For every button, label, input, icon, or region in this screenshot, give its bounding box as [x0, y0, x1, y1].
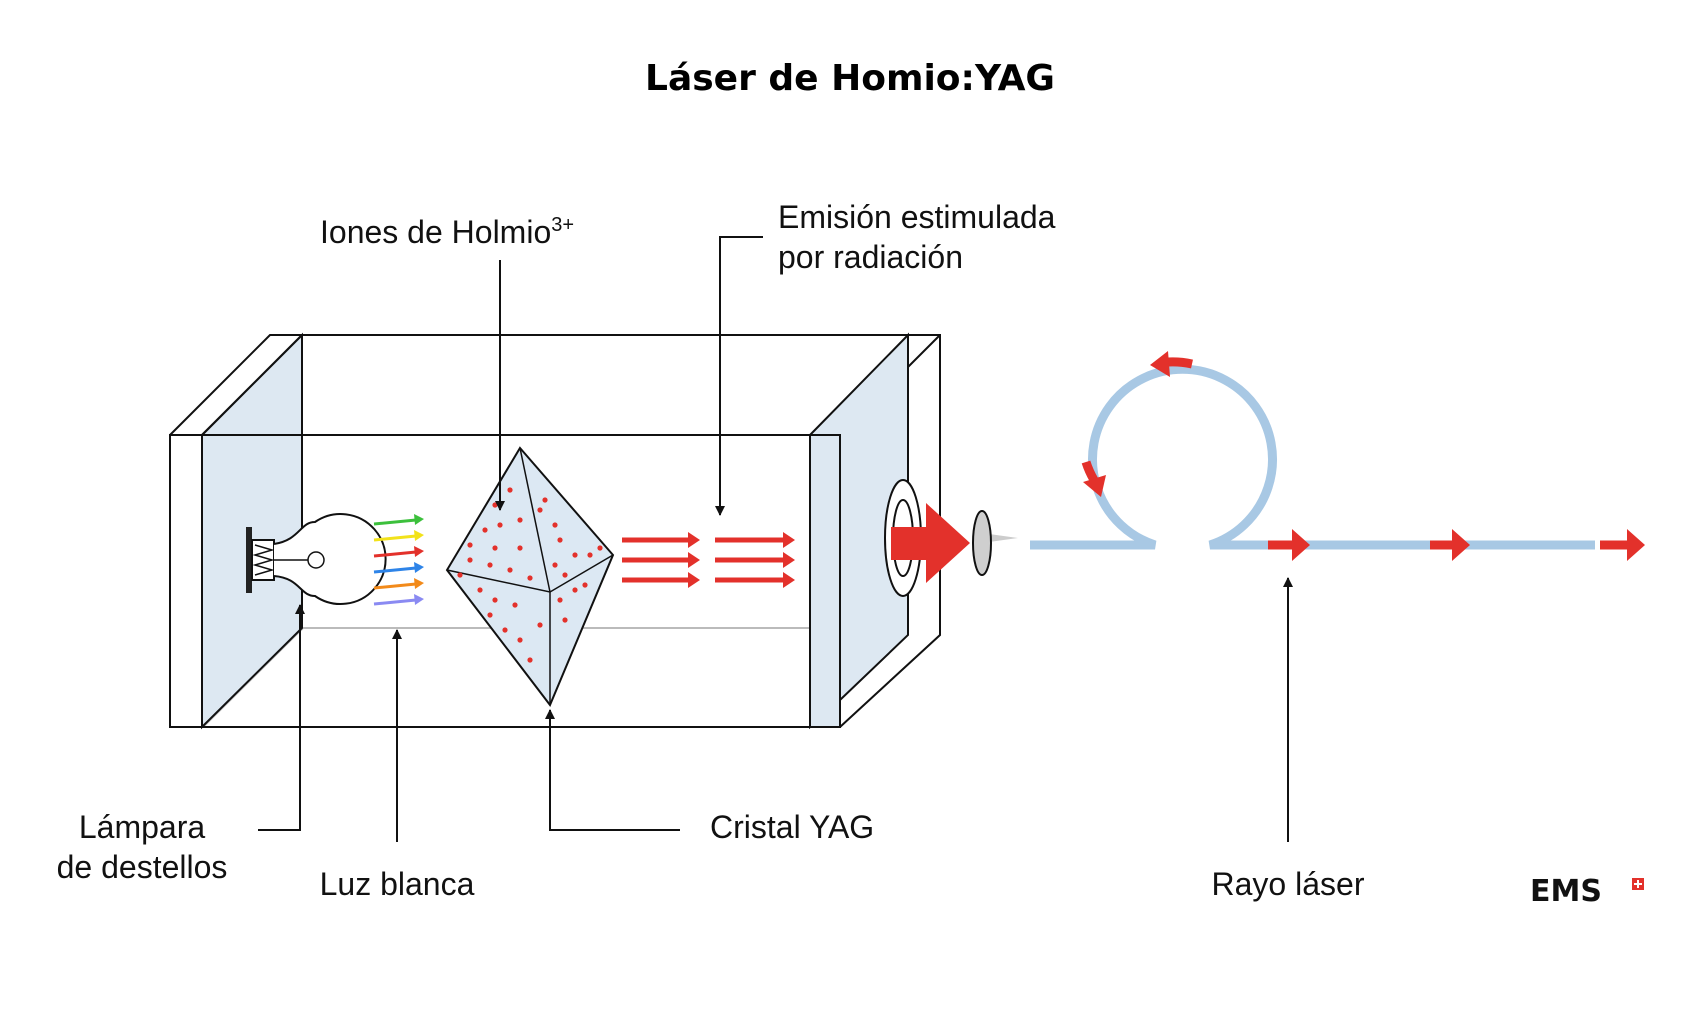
ion-dot [487, 562, 493, 568]
ion-dot [527, 657, 533, 663]
spectrum-arrow [373, 530, 424, 542]
ems-logo: EMS [1530, 874, 1644, 909]
spectrum-arrow [373, 594, 424, 606]
ion-dot [557, 597, 563, 603]
spectrum-arrow [373, 546, 424, 558]
spectrum-arrow [373, 578, 424, 590]
ion-dot [457, 572, 463, 578]
ion-dot [507, 487, 513, 493]
leader-lines [258, 236, 1293, 842]
ion-dot [542, 497, 548, 503]
output-aperture [884, 479, 1018, 597]
spectrum-arrow [373, 514, 424, 526]
focusing-lens [972, 510, 992, 576]
ion-dot [517, 637, 523, 643]
svg-text:EMS: EMS [1530, 874, 1602, 909]
fiber-arrow [1430, 529, 1470, 561]
ion-dot [552, 522, 558, 528]
ion-dot [517, 517, 523, 523]
emission-arrow [715, 572, 795, 588]
ion-dot [482, 527, 488, 533]
emission-arrow [622, 572, 700, 588]
label-lamp-line1: Lámpara [79, 809, 206, 845]
ion-dot [492, 545, 498, 551]
ion-dot [477, 587, 483, 593]
optical-fiber [1030, 351, 1645, 561]
label-emission-line2: por radiación [778, 239, 963, 275]
label-white-light: Luz blanca [320, 866, 475, 902]
ion-dot [497, 522, 503, 528]
ion-dot [467, 557, 473, 563]
label-lamp-line2: de destellos [57, 849, 228, 885]
ion-dot [557, 537, 563, 543]
emission-arrow [622, 552, 700, 568]
loop-arrow-top [1150, 351, 1193, 377]
emission-arrow [715, 532, 795, 548]
ion-dot [527, 575, 533, 581]
ion-dot [537, 507, 543, 513]
label-ions: Iones de Holmio3+ [320, 214, 574, 250]
ion-dot [572, 552, 578, 558]
ion-dot [502, 627, 508, 633]
stimulated-emission-arrows [622, 532, 795, 588]
diagram-title: Láser de Homio:YAG [645, 58, 1055, 99]
ion-dot [507, 567, 513, 573]
label-crystal: Cristal YAG [710, 809, 874, 845]
ion-dot [492, 502, 498, 508]
ion-dot [562, 572, 568, 578]
ion-dot [492, 597, 498, 603]
ion-dot [572, 587, 578, 593]
white-light-arrows [373, 514, 424, 606]
fiber-arrow [1600, 529, 1645, 561]
ion-dot [552, 562, 558, 568]
emission-arrow [622, 532, 700, 548]
fiber-arrow [1268, 529, 1310, 561]
spectrum-arrow [373, 562, 424, 574]
flash-lamp [246, 513, 387, 605]
label-laser-beam: Rayo láser [1212, 866, 1365, 902]
ion-dot [467, 542, 473, 548]
emission-arrow [715, 552, 795, 568]
ion-dot [537, 622, 543, 628]
yag-crystal [445, 446, 615, 707]
ion-dot [487, 612, 493, 618]
ion-dot [587, 552, 593, 558]
ion-dot [597, 545, 603, 551]
ion-dot [582, 582, 588, 588]
exit-beam-arrow [891, 503, 970, 583]
loop-arrow-left [1081, 460, 1106, 497]
ion-dot [512, 602, 518, 608]
ion-dot [517, 545, 523, 551]
label-emission-line1: Emisión estimulada [778, 199, 1056, 235]
ion-dot [562, 617, 568, 623]
